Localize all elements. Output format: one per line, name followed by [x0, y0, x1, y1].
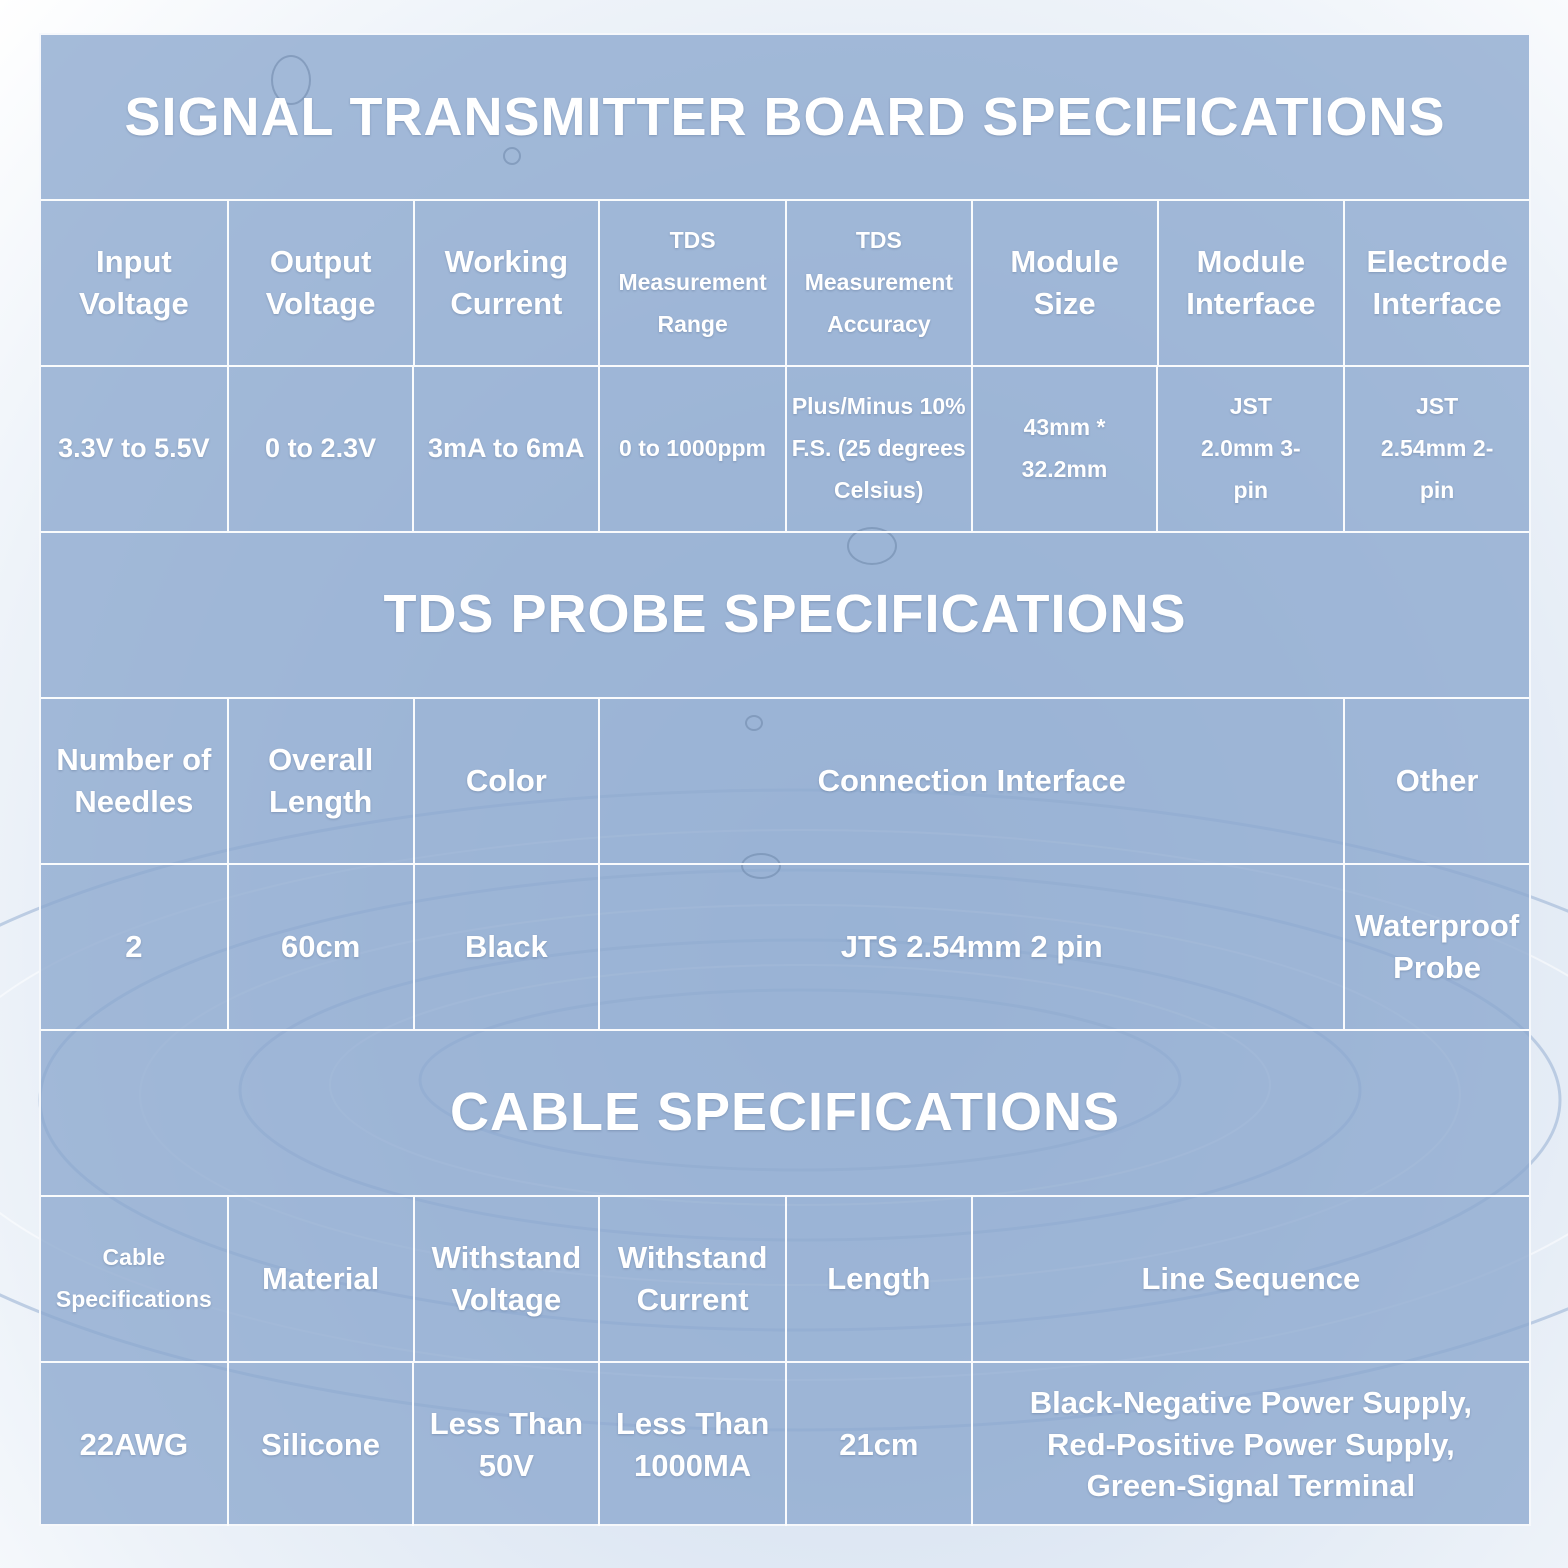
- header-withstand-voltage: Withstand Voltage: [412, 1197, 599, 1361]
- value-material: Silicone: [226, 1363, 413, 1526]
- board-section-title: SIGNAL TRANSMITTER BOARD SPECIFICATIONS: [124, 87, 1446, 147]
- value-color: Black: [412, 865, 599, 1029]
- header-number-of-needles: Number of Needles: [56, 742, 212, 819]
- value-withstand-voltage: Less Than 50V: [412, 1363, 598, 1526]
- value-input-voltage: 3.3V to 5.5V: [58, 433, 210, 464]
- value-electrode-interface: JST 2.54mm 2-pin: [1343, 367, 1529, 531]
- water-drop-decoration: [847, 527, 897, 565]
- probe-value-row: 2 60cm Black JTS 2.54mm 2 pin Waterproof…: [41, 863, 1529, 1029]
- value-module-size: 43mm * 32.2mm: [970, 367, 1157, 531]
- header-color: Color: [412, 699, 599, 863]
- value-tds-range: 0 to 1000ppm: [598, 367, 785, 531]
- header-tds-range: TDS Measurement Range: [598, 201, 785, 365]
- header-withstand-current: Withstand Current: [598, 1197, 785, 1361]
- value-working-current: 3mA to 6mA: [412, 367, 598, 531]
- value-module-interface: JST 2.0mm 3-pin: [1156, 367, 1343, 531]
- value-line-sequence: Black-Negative Power Supply, Red-Positiv…: [970, 1363, 1529, 1526]
- header-tds-accuracy: TDS Measurement Accuracy: [785, 201, 971, 365]
- probe-section-title: TDS PROBE SPECIFICATIONS: [383, 584, 1187, 644]
- header-input-voltage: Input Voltage: [79, 244, 189, 321]
- value-output-voltage: 0 to 2.3V: [226, 367, 413, 531]
- board-header-row: Input Voltage Output Voltage Working Cur…: [41, 199, 1529, 365]
- header-length: Length: [785, 1197, 971, 1361]
- value-tds-accuracy: Plus/Minus 10% F.S. (25 degrees Celsius): [784, 367, 971, 531]
- specifications-panel: SIGNAL TRANSMITTER BOARD SPECIFICATIONS …: [39, 33, 1531, 1526]
- probe-header-row: Number of Needles Overall Length Color C…: [41, 697, 1529, 863]
- water-drop-decoration: [745, 715, 763, 731]
- header-line-sequence: Line Sequence: [970, 1197, 1529, 1361]
- header-module-interface: Module Interface: [1156, 201, 1344, 365]
- value-overall-length: 60cm: [226, 865, 413, 1029]
- header-overall-length: Overall Length: [226, 699, 413, 863]
- cable-section-title: CABLE SPECIFICATIONS: [449, 1082, 1121, 1142]
- value-length: 21cm: [784, 1363, 971, 1526]
- probe-title-row: [41, 531, 1529, 697]
- water-drop-decoration: [741, 853, 781, 879]
- board-value-row: 3.3V to 5.5V 0 to 2.3V 3mA to 6mA 0 to 1…: [41, 365, 1529, 531]
- header-working-current: Working Current: [412, 201, 599, 365]
- cable-title-row: [41, 1029, 1529, 1195]
- header-module-size: Module Size: [970, 201, 1157, 365]
- water-drop-decoration: [271, 55, 311, 105]
- cable-header-row: Cable Specifications Material Withstand …: [41, 1195, 1529, 1361]
- value-other: Waterproof Probe: [1343, 865, 1529, 1029]
- header-electrode-interface: Electrode Interface: [1343, 201, 1529, 365]
- value-cable-specifications: 22AWG: [79, 1426, 189, 1462]
- header-connection-interface: Connection Interface: [598, 699, 1343, 863]
- header-cable-specifications: Cable Specifications: [55, 1244, 212, 1312]
- water-drop-decoration: [503, 147, 521, 165]
- value-connection-interface: JTS 2.54mm 2 pin: [598, 865, 1343, 1029]
- header-other: Other: [1343, 699, 1529, 863]
- header-material: Material: [226, 1197, 413, 1361]
- value-withstand-current: Less Than 1000MA: [598, 1363, 785, 1526]
- value-number-of-needles: 2: [125, 929, 143, 965]
- cable-value-row: 22AWG Silicone Less Than 50V Less Than 1…: [41, 1361, 1529, 1526]
- header-output-voltage: Output Voltage: [226, 201, 413, 365]
